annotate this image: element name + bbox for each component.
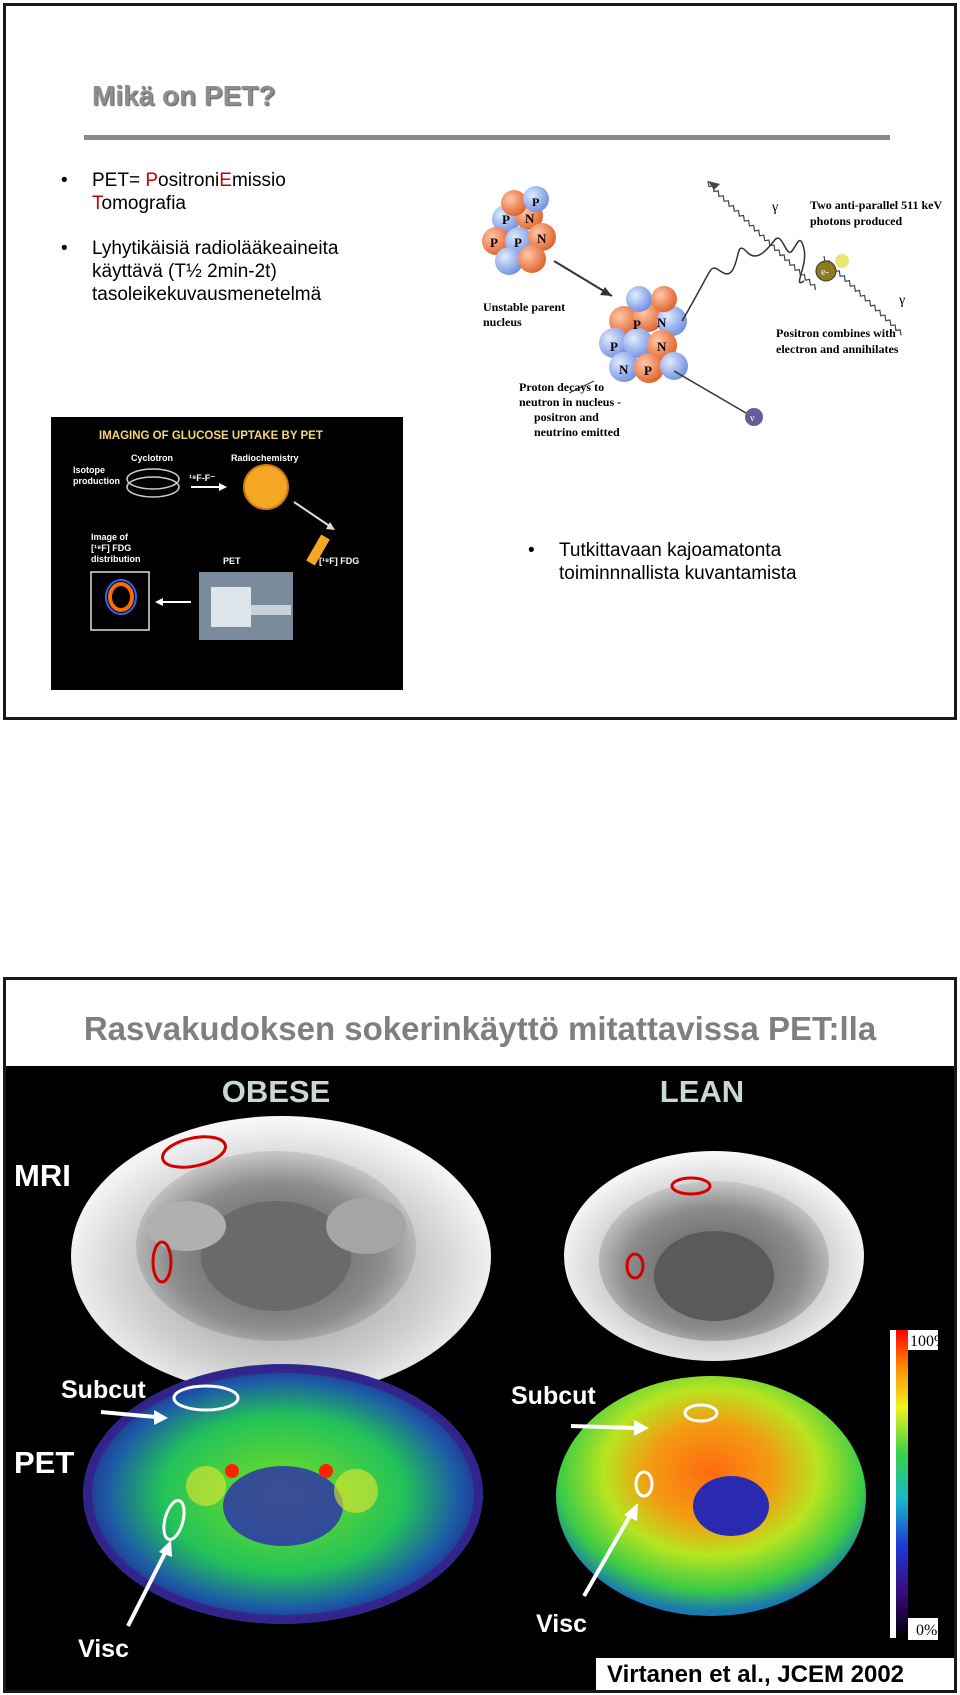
nucleon-label: P [502,212,510,227]
bullet-text: toiminnnallista kuvantamista [559,563,797,584]
nucleon-label: N [525,211,535,226]
label-positron: electron and annihilates [776,342,899,356]
bullet-dot: • [528,540,535,561]
arrow-icon [154,1410,168,1425]
title-band [6,980,954,1066]
subcut-label-lean: Subcut [511,1382,596,1410]
roi-marker [683,1403,719,1423]
nucleon-label: P [490,235,498,250]
visc-label-lean: Visc [536,1610,587,1638]
bullet-text: tasoleikekuvausmenetelmä [92,284,322,305]
bullet-text: ositroni [158,170,220,191]
nucleon-label: P [514,235,522,250]
label-proton: Proton decays to [519,380,604,394]
figure-label: ¹⁸F-F⁻ [189,473,215,483]
bullet-short-lived: • Lyhytikäisiä radiolääkeaineita käyttäv… [61,237,339,306]
arrow-icon [634,1420,649,1436]
figure-label: distribution [91,554,141,564]
bullet-text: käyttävä (T½ 2min-2t) [92,261,277,282]
arrow-icon [159,1540,172,1557]
figure-label: Cyclotron [131,453,173,463]
bullet-pet-definition: • PET= PositroniEmissio Tomografia [61,169,286,215]
label-proton: neutron in nucleus - [519,395,621,409]
lean-pet-image [556,1376,866,1616]
pet-label: PET [14,1445,74,1480]
nucleon-label: N [537,231,547,246]
bullet-noninvasive: • Tutkittavaan kajoamatonta toiminnnalli… [528,539,797,585]
citation: Virtanen et al., JCEM 2002 [607,1661,904,1688]
nucleon-label: P [610,339,618,354]
nucleon-label: N [619,362,629,377]
visc-label-obese: Visc [78,1635,129,1663]
radiochemistry-icon [243,464,289,510]
parent-nucleus: P N P P N P [482,186,556,275]
roi-marker [162,1499,186,1541]
lean-mri-image [564,1151,864,1361]
bullet-text: missio [231,170,286,191]
figure-label: [¹⁸F] FDG [91,543,131,553]
gamma-label: γ [898,293,905,308]
obese-pet-image [83,1364,483,1624]
positron-decay-diagram: P N P P N P Unstable parent nucleus P N … [482,180,942,439]
bullet-text: T [92,193,102,214]
figure-label: production [73,476,120,486]
nucleon-label: P [633,317,641,332]
roi-marker [634,1470,654,1498]
figure-label: Radiochemistry [231,453,299,463]
label-positron: Positron combines with [776,326,896,340]
scale-min-label: 0% [916,1622,937,1639]
lean-label: LEAN [660,1074,744,1109]
bullet-text: omografia [101,193,187,214]
slide-2-title: Rasvakudoksen sokerinkäyttö mitattavissa… [83,1010,877,1047]
neutrino-label: ν [750,413,755,424]
bullet-text: Lyhytikäisiä radiolääkeaineita [92,238,339,259]
bullet-text: P [145,170,159,191]
figure-label: [¹⁸F] FDG [319,556,359,566]
slide-1-title: Mikä on PET? [92,80,276,111]
label-proton: neutrino emitted [534,425,620,439]
glucose-uptake-figure: IMAGING OF GLUCOSE UPTAKE BY PET Isotope… [51,417,403,690]
bullet-dot: • [61,238,68,259]
roi-marker [625,1252,645,1280]
label-unstable: Unstable parent [483,300,565,314]
nucleon-label: N [657,339,667,354]
bullet-text: E [219,170,232,191]
nucleon-label: P [644,363,652,378]
label-photons: Two anti-parallel 511 keV [810,198,942,212]
slide-2: Rasvakudoksen sokerinkäyttö mitattavissa… [3,977,957,1693]
figure-label: PET [223,556,241,566]
mri-label: MRI [14,1158,71,1193]
label-unstable: nucleus [483,315,522,329]
figure-label: Image of [91,532,129,542]
slide-1: Mikä on PET? • PET= PositroniEmissio Tom… [3,3,957,720]
mri-pet-comparison: OBESE LEAN MRI PET [6,1066,954,1690]
nucleon-label: N [657,315,667,330]
bullet-text: Tutkittavaan kajoamatonta [559,540,782,561]
gamma-label: γ [771,200,778,215]
nucleon-label: P [532,195,539,209]
cyclotron-icon [126,468,180,490]
roi-marker [151,1240,173,1284]
scale-max-label: 100% [910,1333,947,1350]
figure-title: IMAGING OF GLUCOSE UPTAKE BY PET [99,430,323,442]
fdg-heart-image [108,582,134,612]
obese-label: OBESE [222,1074,331,1109]
label-proton: positron and [534,410,599,424]
figure-label: Isotope [73,465,105,475]
roi-marker [172,1384,240,1412]
daughter-nucleus: P N P N N P [599,286,688,383]
subcut-label-obese: Subcut [61,1376,146,1404]
label-photons: photons produced [810,214,902,228]
bullet-dot: • [61,170,68,191]
arrow-icon [624,1503,638,1521]
roi-marker [161,1135,227,1169]
roi-marker [670,1176,712,1196]
syringe-icon [306,534,330,566]
obese-mri-image [71,1116,491,1396]
title-divider [84,135,890,140]
bullet-text: PET= [92,170,146,191]
electron-label: e- [821,267,829,278]
color-scale-bar [894,1330,908,1638]
